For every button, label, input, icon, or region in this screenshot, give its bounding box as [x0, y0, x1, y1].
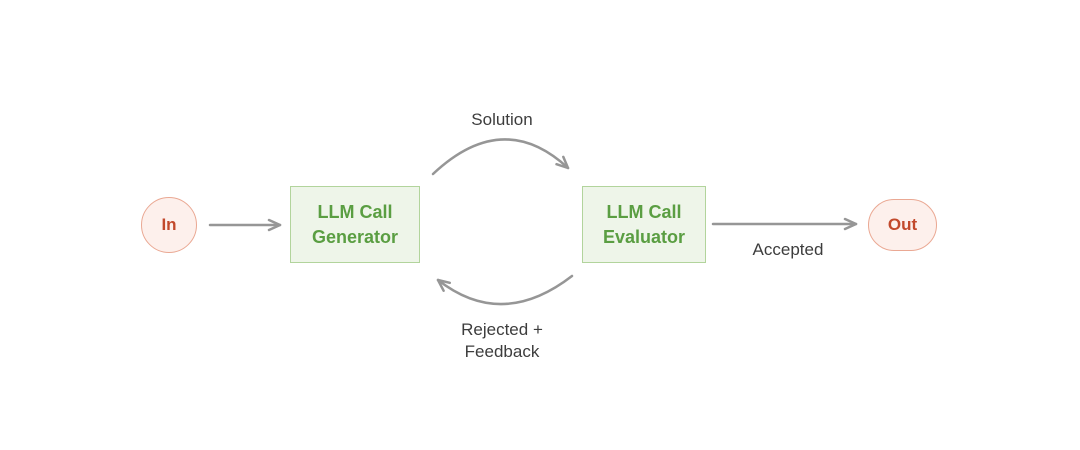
edge-solution-curve [431, 138, 570, 176]
rejected-feedback-edge-label: Rejected + Feedback [461, 320, 543, 362]
edge-rejected-curve [436, 274, 574, 306]
solution-edge-label: Solution [471, 110, 533, 129]
input-node: In [141, 197, 197, 253]
llm-call-evaluator-node: LLM Call Evaluator [582, 186, 706, 263]
accepted-edge-label: Accepted [752, 240, 824, 259]
output-node: Out [868, 199, 937, 251]
llm-call-generator-node: LLM Call Generator [290, 186, 420, 263]
